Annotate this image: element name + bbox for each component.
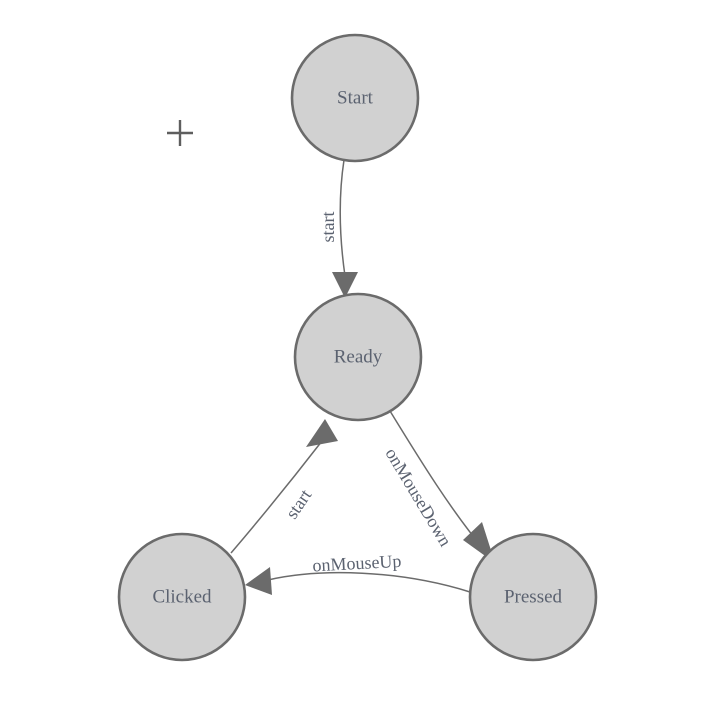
node-pressed-label: Pressed	[504, 586, 563, 607]
edge-start-to-ready-arrowhead	[332, 272, 358, 298]
node-clicked-label: Clicked	[152, 586, 212, 607]
node-ready-label: Ready	[334, 346, 383, 367]
node-ready[interactable]: Ready	[293, 292, 423, 422]
node-pressed[interactable]: Pressed	[468, 532, 598, 662]
node-start-circle	[290, 33, 420, 163]
edge-pressed-to-clicked-path	[267, 571, 471, 593]
edge-label-clicked-to-ready: start	[281, 486, 315, 523]
node-pressed-circle	[468, 532, 598, 662]
crosshair-marker-icon	[167, 120, 193, 146]
edge-pressed-to-clicked-arrowhead	[245, 567, 272, 595]
edge-start-to-ready[interactable]	[332, 159, 358, 298]
node-clicked-circle	[117, 532, 247, 662]
node-clicked[interactable]: Clicked	[117, 532, 247, 662]
edge-pressed-to-clicked[interactable]	[245, 567, 471, 595]
node-start-label: Start	[337, 87, 374, 108]
edge-label-start-to-ready: start	[318, 212, 338, 243]
edge-clicked-to-ready-arrowhead	[306, 419, 338, 447]
edge-clicked-to-ready-path	[230, 440, 323, 554]
node-ready-circle	[293, 292, 423, 422]
edge-clicked-to-ready[interactable]	[230, 419, 338, 554]
node-start[interactable]: Start	[290, 33, 420, 163]
edge-start-to-ready-path	[339, 159, 346, 277]
edge-label-pressed-to-clicked: onMouseUp	[312, 551, 402, 576]
